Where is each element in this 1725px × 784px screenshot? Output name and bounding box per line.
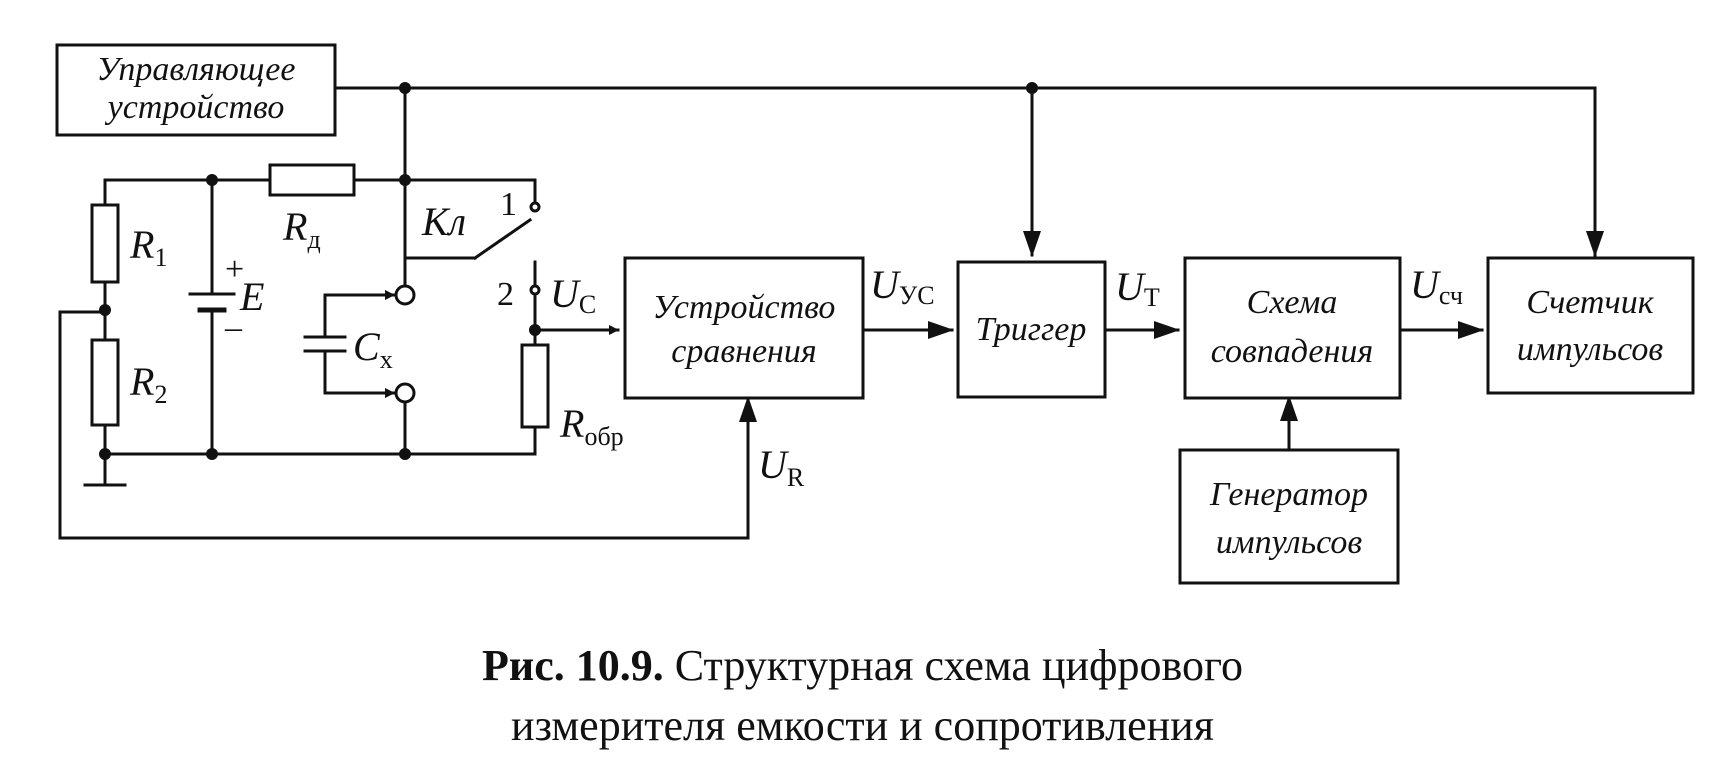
counter-line1: Счетчик (1526, 284, 1654, 321)
generator-line2: импульсов (1216, 524, 1362, 561)
counter-block (1486, 256, 1695, 395)
label-r1: R1 (129, 222, 167, 272)
resistor-rd (268, 163, 356, 197)
comparator-line1: Устройство (653, 289, 836, 326)
terminal-bottom (394, 382, 416, 404)
label-e-minus: – (224, 309, 243, 346)
comparator-block (623, 256, 865, 400)
resistor-r2 (90, 338, 120, 427)
figure-caption: Рис. 10.9. Структурная схема цифрового (0, 640, 1725, 691)
label-usch: Uсч (1410, 262, 1463, 310)
divider-circuit (58, 178, 757, 540)
label-e-plus: + (225, 251, 244, 288)
label-switch-pos2: 2 (497, 276, 514, 313)
label-robr: Rобр (559, 401, 624, 451)
label-rd: Rд (282, 204, 321, 254)
label-uc: UС (550, 271, 596, 319)
control-device-line2: устройство (105, 89, 285, 126)
generator-line1: Генератор (1209, 476, 1368, 513)
caption-line1: Структурная схема цифрового (674, 641, 1243, 690)
coincidence-line1: Схема (1247, 284, 1338, 321)
control-device-line1: Управляющее (97, 51, 296, 88)
resistor-r1 (90, 203, 120, 284)
label-cx: Cx (353, 324, 393, 374)
comparator-line2: сравнения (671, 333, 816, 370)
label-uyc: UУС (870, 262, 935, 310)
label-ur: UR (758, 442, 805, 492)
label-ut: UТ (1115, 264, 1160, 312)
label-r2: R2 (129, 359, 167, 409)
coincidence-line2: совпадения (1211, 333, 1373, 370)
counter-line2: импульсов (1517, 331, 1663, 368)
figure-caption-line2: измерителя емкости и сопротивления (511, 701, 1214, 750)
label-switch-pos1: 1 (500, 186, 517, 223)
caption-prefix: Рис. 10.9. (482, 641, 664, 690)
label-switch: Кл (421, 199, 466, 244)
trigger-label: Триггер (976, 311, 1087, 348)
control-bus (333, 82, 1604, 260)
trigger-block (956, 260, 1107, 399)
generator-block (1178, 448, 1400, 585)
label-e: E (239, 274, 264, 319)
capacitor-cx (303, 256, 416, 460)
coincidence-block (1183, 256, 1402, 400)
resistor-robr (520, 343, 550, 429)
battery-e (188, 174, 236, 460)
control-device-block (55, 43, 337, 137)
switch-kl (403, 178, 620, 456)
terminal-top (394, 284, 416, 306)
